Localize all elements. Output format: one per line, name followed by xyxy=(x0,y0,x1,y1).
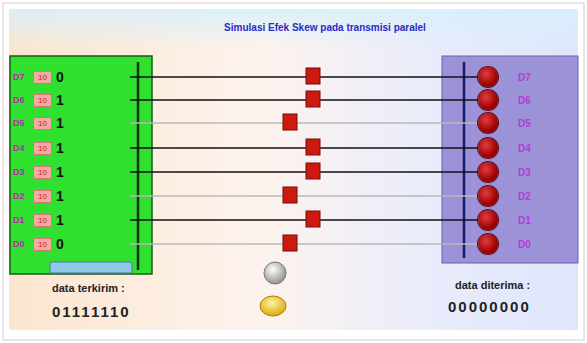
bit-value: 1 xyxy=(56,188,64,204)
sender-bit-row: D310 1 xyxy=(13,164,130,180)
receiver-led: D2 xyxy=(478,186,531,206)
bit-name: D6 xyxy=(518,95,531,106)
bit-name: D3 xyxy=(13,167,33,177)
led-lamp xyxy=(478,186,498,206)
toggle-button: 10 xyxy=(33,117,52,130)
bit-packet xyxy=(306,139,320,155)
send-button xyxy=(50,262,132,273)
bit-name: D1 xyxy=(13,215,33,225)
led-lamp xyxy=(478,67,498,87)
bit-name: D0 xyxy=(518,239,531,250)
bit-packet xyxy=(306,91,320,107)
toggle-button: 10 xyxy=(33,214,52,227)
receiver-led: D0 xyxy=(478,234,531,254)
toggle-button: 10 xyxy=(33,190,52,203)
led-lamp xyxy=(478,234,498,254)
data-wire xyxy=(130,99,478,101)
bit-value: 0 xyxy=(56,236,64,252)
led-lamp xyxy=(478,162,498,182)
sender-panel xyxy=(10,56,152,274)
toggle-button: 10 xyxy=(33,166,52,179)
data-wire xyxy=(130,76,478,78)
receiver-led: D7 xyxy=(478,67,531,87)
sender-bus-line xyxy=(137,62,140,270)
bit-name: D7 xyxy=(518,72,531,83)
receiver-panel xyxy=(442,56,578,263)
data-value: 01111110 xyxy=(52,303,131,320)
bit-value: 1 xyxy=(56,92,64,108)
bit-name: D3 xyxy=(518,167,531,178)
data-value: 00000000 xyxy=(448,298,531,315)
bit-value: 0 xyxy=(56,69,64,85)
sender-bit-row: D710 0 xyxy=(13,69,130,85)
led-lamp xyxy=(478,90,498,110)
led-lamp xyxy=(478,210,498,230)
bit-name: D4 xyxy=(13,143,33,153)
toggle-button: 10 xyxy=(33,94,52,107)
bit-name: D2 xyxy=(13,191,33,201)
sender-bit-row: D510 1 xyxy=(13,115,130,131)
bit-packet xyxy=(306,68,320,84)
sender-bit-row: D610 1 xyxy=(13,92,130,108)
receiver-led: D6 xyxy=(478,90,531,110)
data-wire xyxy=(130,171,478,173)
sender-bit-row: D010 0 xyxy=(13,236,130,252)
bit-name: D6 xyxy=(13,95,33,105)
bit-value: 1 xyxy=(56,164,64,180)
bit-value: 1 xyxy=(56,140,64,156)
simulation-ground xyxy=(9,9,578,330)
bit-packet xyxy=(283,114,297,130)
toggle-button: 10 xyxy=(33,142,52,155)
led-lamp xyxy=(478,113,498,133)
toggle-button: 10 xyxy=(33,238,52,251)
receiver-bus-line xyxy=(463,62,466,258)
bit-name: D5 xyxy=(518,118,531,129)
bit-name: D4 xyxy=(518,143,531,154)
bit-packet xyxy=(283,187,297,203)
bit-name: D5 xyxy=(13,118,33,128)
bit-value: 1 xyxy=(56,212,64,228)
bit-packet xyxy=(283,235,297,251)
bit-name: D7 xyxy=(13,72,33,82)
bit-packet xyxy=(306,211,320,227)
bit-name: D2 xyxy=(518,191,531,202)
receiver-led: D1 xyxy=(478,210,531,230)
bit-name: D0 xyxy=(13,239,33,249)
receiver-led: D3 xyxy=(478,162,531,182)
data-wire xyxy=(130,219,478,221)
sender-bit-row: D410 1 xyxy=(13,140,130,156)
led-lamp xyxy=(478,138,498,158)
data-wire xyxy=(130,243,478,245)
sender-bit-row: D110 1 xyxy=(13,212,130,228)
caption-label: data diterima : xyxy=(455,279,530,291)
start-button xyxy=(260,296,286,316)
reset-button xyxy=(264,262,286,284)
bit-value: 1 xyxy=(56,115,64,131)
bit-packet xyxy=(306,163,320,179)
sender-bit-row: D210 1 xyxy=(13,188,130,204)
caption-label: data terkirim : xyxy=(52,282,125,294)
data-wire xyxy=(130,147,478,149)
receiver-led: D5 xyxy=(478,113,531,133)
data-wire xyxy=(130,122,478,124)
data-wire xyxy=(130,195,478,197)
toggle-button: 10 xyxy=(33,71,52,84)
bit-name: D1 xyxy=(518,215,531,226)
outer-frame xyxy=(3,3,584,340)
title: Simulasi Efek Skew pada transmisi parale… xyxy=(0,22,587,33)
receiver-led: D4 xyxy=(478,138,531,158)
